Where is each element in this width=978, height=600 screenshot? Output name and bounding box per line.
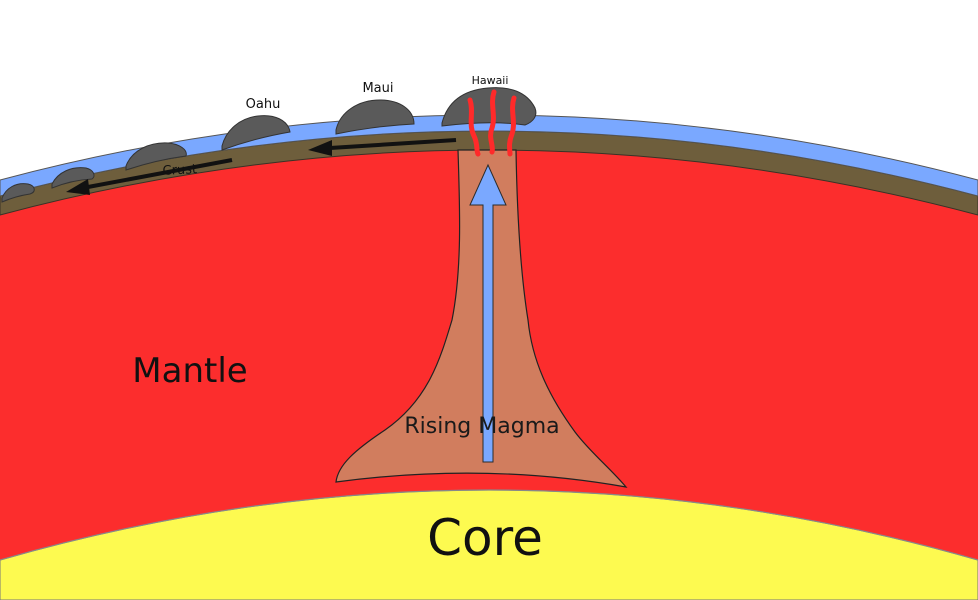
label-hawaii: Hawaii [472,74,509,87]
label-core: Core [427,509,543,567]
label-oahu: Oahu [246,97,281,112]
core-boundary-line [0,489,978,561]
island-seamount-2 [51,167,95,189]
plate-motion-arrow-2 [66,158,233,195]
plume-arrow [469,163,507,463]
island-seamount-3 [1,183,35,203]
label-rising-magma: Rising Magma [404,414,559,439]
label-crust: Crust [162,162,197,179]
island-hawaii [441,87,537,127]
lava-streaks [467,89,517,157]
label-maui: Maui [362,81,393,96]
magma-plume [335,149,628,488]
plate-motion-arrow-1 [308,138,457,156]
label-mantle: Mantle [132,351,247,391]
island-maui [335,99,415,135]
island-seamount-1 [125,142,187,171]
island-oahu [221,115,291,151]
